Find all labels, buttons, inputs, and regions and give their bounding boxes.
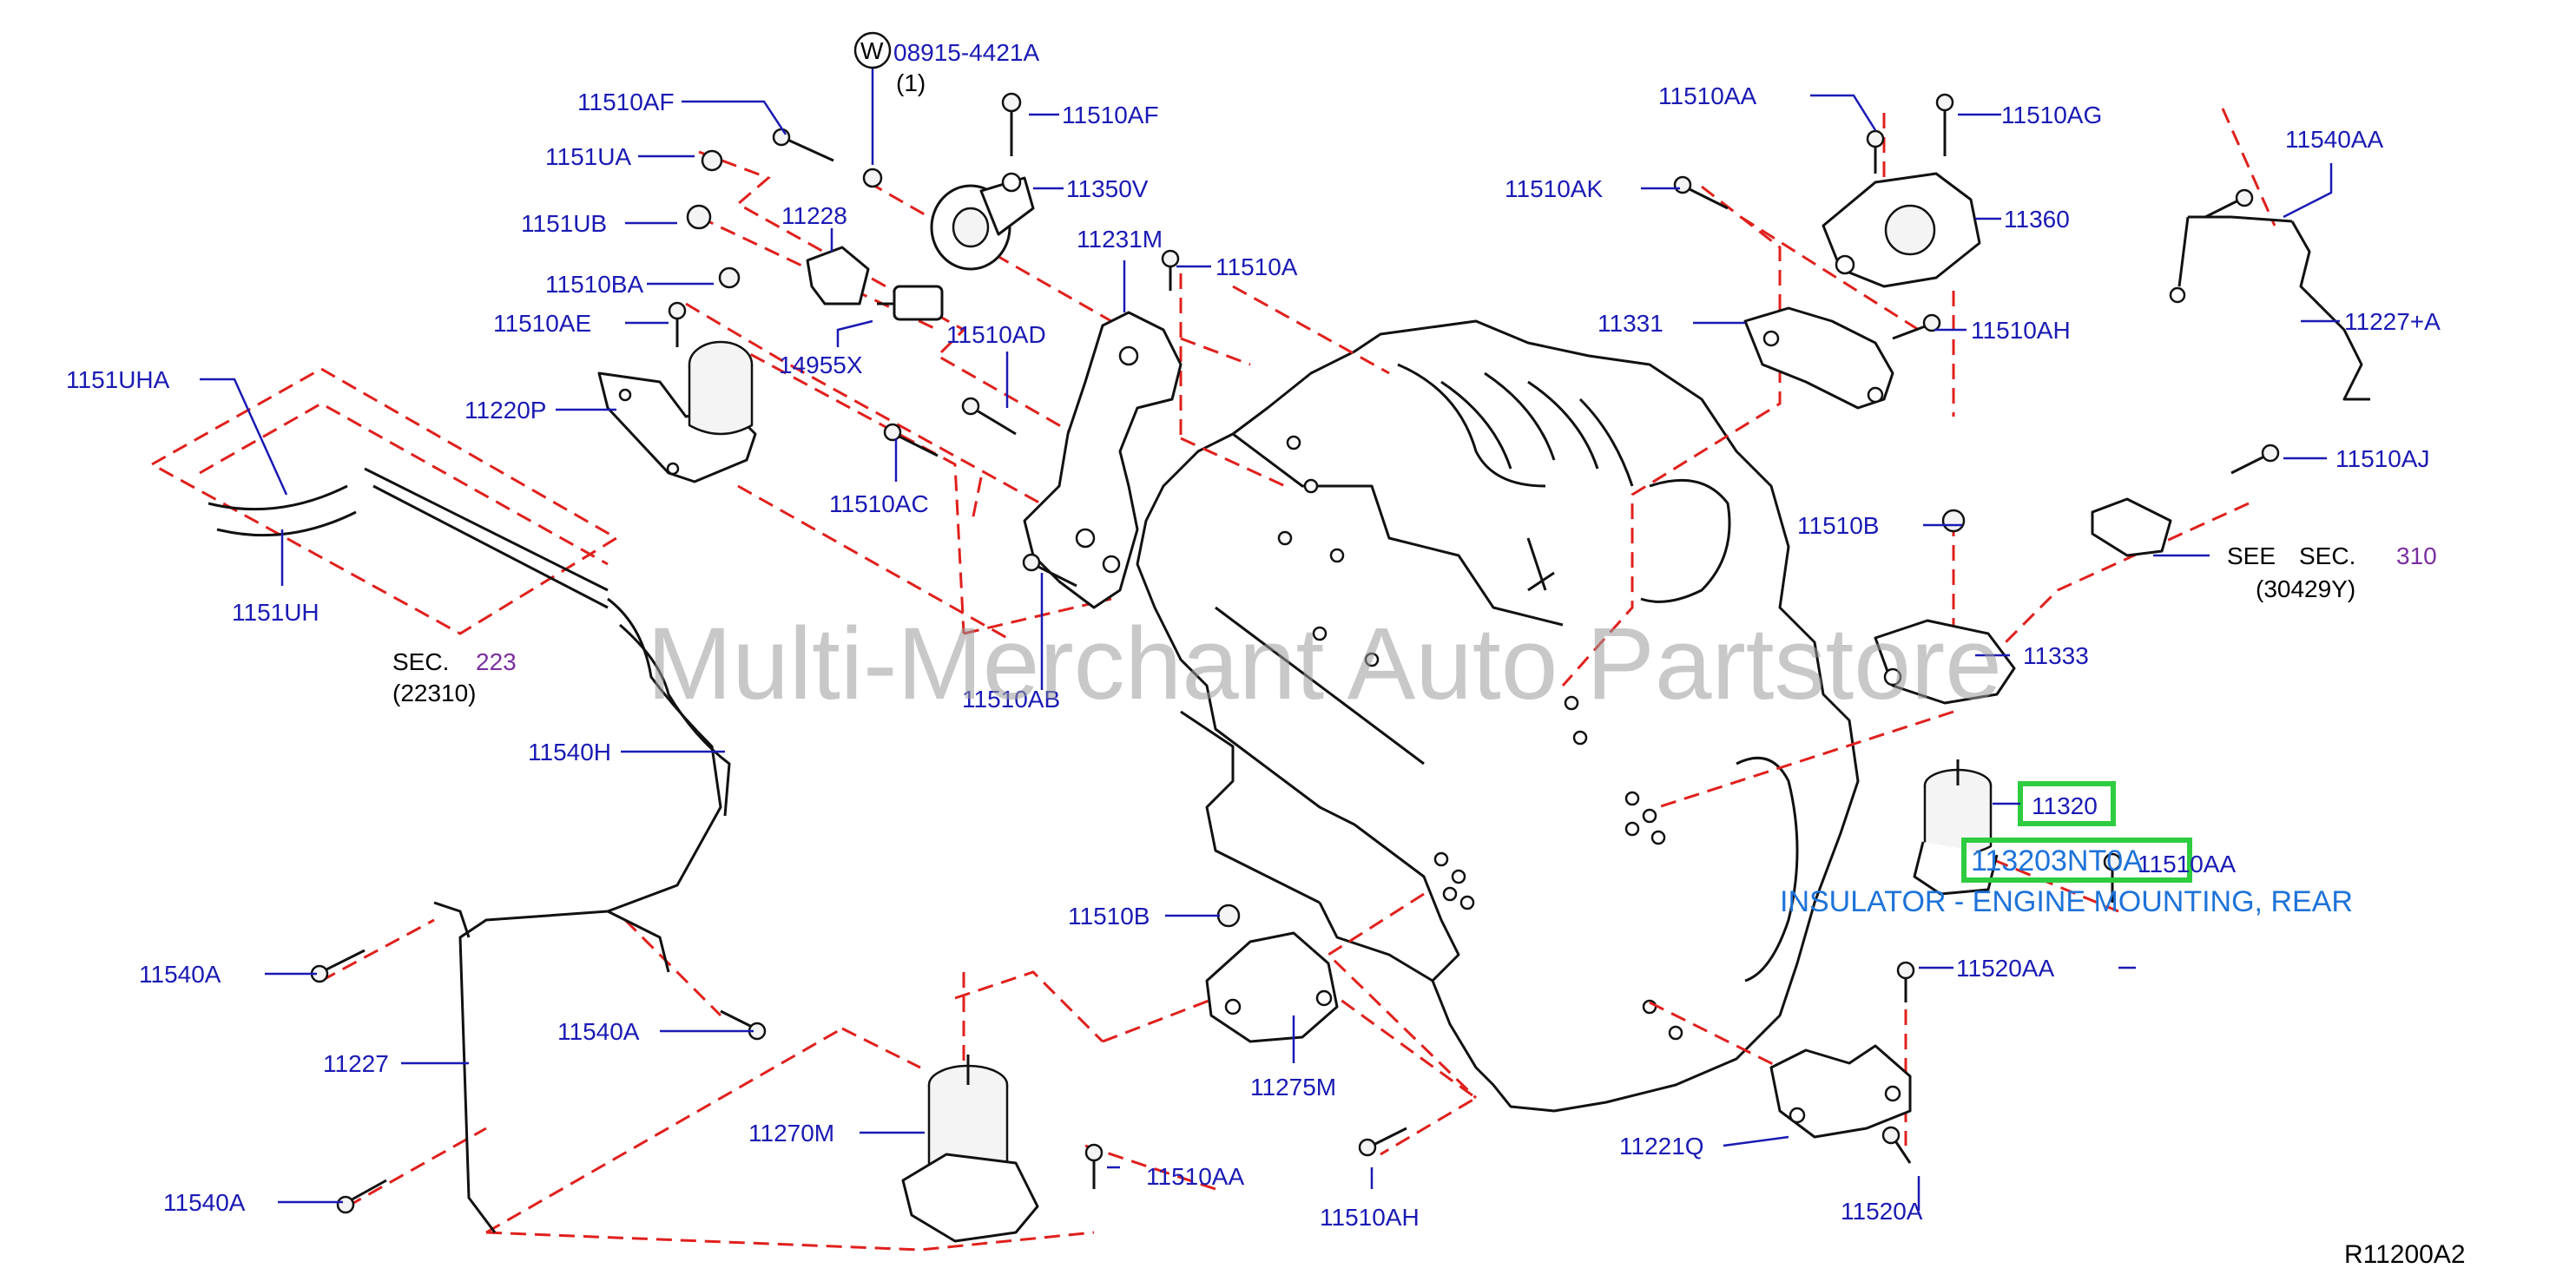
part-11331-bracket [1743, 306, 1894, 410]
sec-ref-left-number[interactable]: 223 [476, 648, 517, 675]
callout-11540AA[interactable]: 11540AA [2285, 126, 2383, 153]
callout-11228[interactable]: 11228 [781, 202, 847, 229]
highlight-part-number[interactable]: 113203NT0A [1971, 844, 2143, 877]
callout-11510B-low[interactable]: 11510B [1068, 903, 1150, 930]
callout-11360[interactable]: 11360 [2004, 206, 2070, 233]
callout-11510AA-low[interactable]: 11510AA [1146, 1163, 1244, 1190]
callout-11520AA[interactable]: 11520AA [1956, 955, 2054, 982]
callout-11510AH-low[interactable]: 11510AH [1320, 1204, 1420, 1231]
watermark-text: Multi-Merchant Auto Partstore [647, 607, 2002, 721]
sec-ref-left-label: SEC. [392, 648, 449, 675]
callout-1151UHA[interactable]: 1151UHA [66, 366, 170, 393]
sec-ref-right-see: SEE [2227, 542, 2276, 569]
callout-11510A[interactable]: 11510A [1216, 253, 1298, 280]
sec-ref-right-sub: (30429Y) [2256, 575, 2355, 602]
callout-11510AD[interactable]: 11510AD [946, 321, 1046, 348]
callout-11331[interactable]: 11331 [1598, 310, 1664, 337]
callout-08915-4421A[interactable]: 08915-4421A [893, 39, 1039, 66]
callout-11221Q[interactable]: 11221Q [1619, 1133, 1704, 1160]
part-bracket-30429Y [2091, 497, 2172, 557]
part-11228-bracket [806, 246, 870, 306]
callout-11540A-upper[interactable]: 11540A [139, 961, 221, 988]
part-11221Q-bracket [1769, 1044, 1912, 1139]
callout-11227A[interactable]: 11227+A [2344, 308, 2441, 335]
callout-11510AA-top[interactable]: 11510AA [1658, 82, 1756, 109]
callout-11540A-lower[interactable]: 11540A [163, 1189, 246, 1216]
callout-11333[interactable]: 11333 [2023, 642, 2089, 669]
section-references: SEC. 223 (22310) SEE SEC. 310 (30429Y) [392, 542, 2437, 706]
callout-11510AE[interactable]: 11510AE [493, 310, 591, 337]
callout-labels: 11510AF 1151UA 1151UB 11510BA 11510AE 11… [66, 39, 2441, 1231]
callout-1151UH[interactable]: 1151UH [232, 599, 320, 626]
sec-ref-right-number[interactable]: 310 [2396, 542, 2437, 569]
callout-11510AG[interactable]: 11510AG [2001, 102, 2102, 128]
callout-11227[interactable]: 11227 [323, 1050, 389, 1077]
part-11275M-bracket [1205, 931, 1339, 1043]
part-11270M-mount [901, 1055, 1039, 1243]
part-11227A-rod [2169, 215, 2370, 401]
part-11350V-link [930, 172, 1035, 271]
callout-11510AC[interactable]: 11510AC [829, 490, 929, 517]
callout-1151UA[interactable]: 1151UA [545, 143, 631, 170]
callout-14955X[interactable]: 14955X [779, 352, 863, 378]
part-11220P-bracket [597, 340, 757, 483]
callout-11510AB[interactable]: 11510AB [962, 686, 1060, 713]
callout-11220P[interactable]: 11220P [464, 397, 546, 424]
washer-symbol: W [860, 37, 884, 64]
bolts [310, 92, 2280, 1214]
leader-lines [200, 65, 2340, 1211]
callout-11350V[interactable]: 11350V [1066, 175, 1149, 202]
figure-code: R11200A2 [2344, 1240, 2466, 1269]
sec-ref-left-sub: (22310) [392, 680, 477, 706]
callout-11275M[interactable]: 11275M [1250, 1074, 1336, 1101]
callout-11510AK[interactable]: 11510AK [1505, 175, 1603, 202]
part-11333-bracket [1874, 619, 2016, 705]
callout-11270M[interactable]: 11270M [748, 1120, 834, 1147]
callout-11510AF-left[interactable]: 11510AF [577, 89, 675, 115]
callout-08915-qty: (1) [896, 69, 926, 96]
callout-11510BA[interactable]: 11510BA [545, 271, 643, 298]
part-11360-mount [1822, 172, 1981, 288]
callout-11540A-middle[interactable]: 11540A [557, 1018, 640, 1045]
highlight-part-description: INSULATOR - ENGINE MOUNTING, REAR [1780, 885, 2353, 918]
part-11227-rod [433, 901, 670, 1233]
part-11231M-bracket [1023, 311, 1183, 609]
sec-ref-right-label: SEC. [2299, 542, 2355, 569]
engine-block [1136, 319, 1860, 1113]
callout-11510AH-top[interactable]: 11510AH [1971, 317, 2071, 344]
callout-1151UB[interactable]: 1151UB [521, 210, 607, 237]
washer-symbol-circle [853, 31, 892, 69]
highlight-box-part-number [1961, 838, 2192, 883]
callout-11510AF-right[interactable]: 11510AF [1062, 102, 1159, 128]
callout-11231M[interactable]: 11231M [1077, 226, 1163, 253]
callout-11320[interactable]: 11320 [2032, 792, 2098, 819]
callout-11510B-right[interactable]: 11510B [1797, 512, 1879, 539]
callout-11510AJ[interactable]: 11510AJ [2336, 445, 2429, 472]
part-14955X-sensor [877, 285, 944, 321]
callout-11540H[interactable]: 11540H [528, 739, 611, 766]
callout-11510AA-right[interactable]: 11510AA [2138, 851, 2236, 877]
callout-11520A[interactable]: 11520A [1841, 1198, 1923, 1225]
